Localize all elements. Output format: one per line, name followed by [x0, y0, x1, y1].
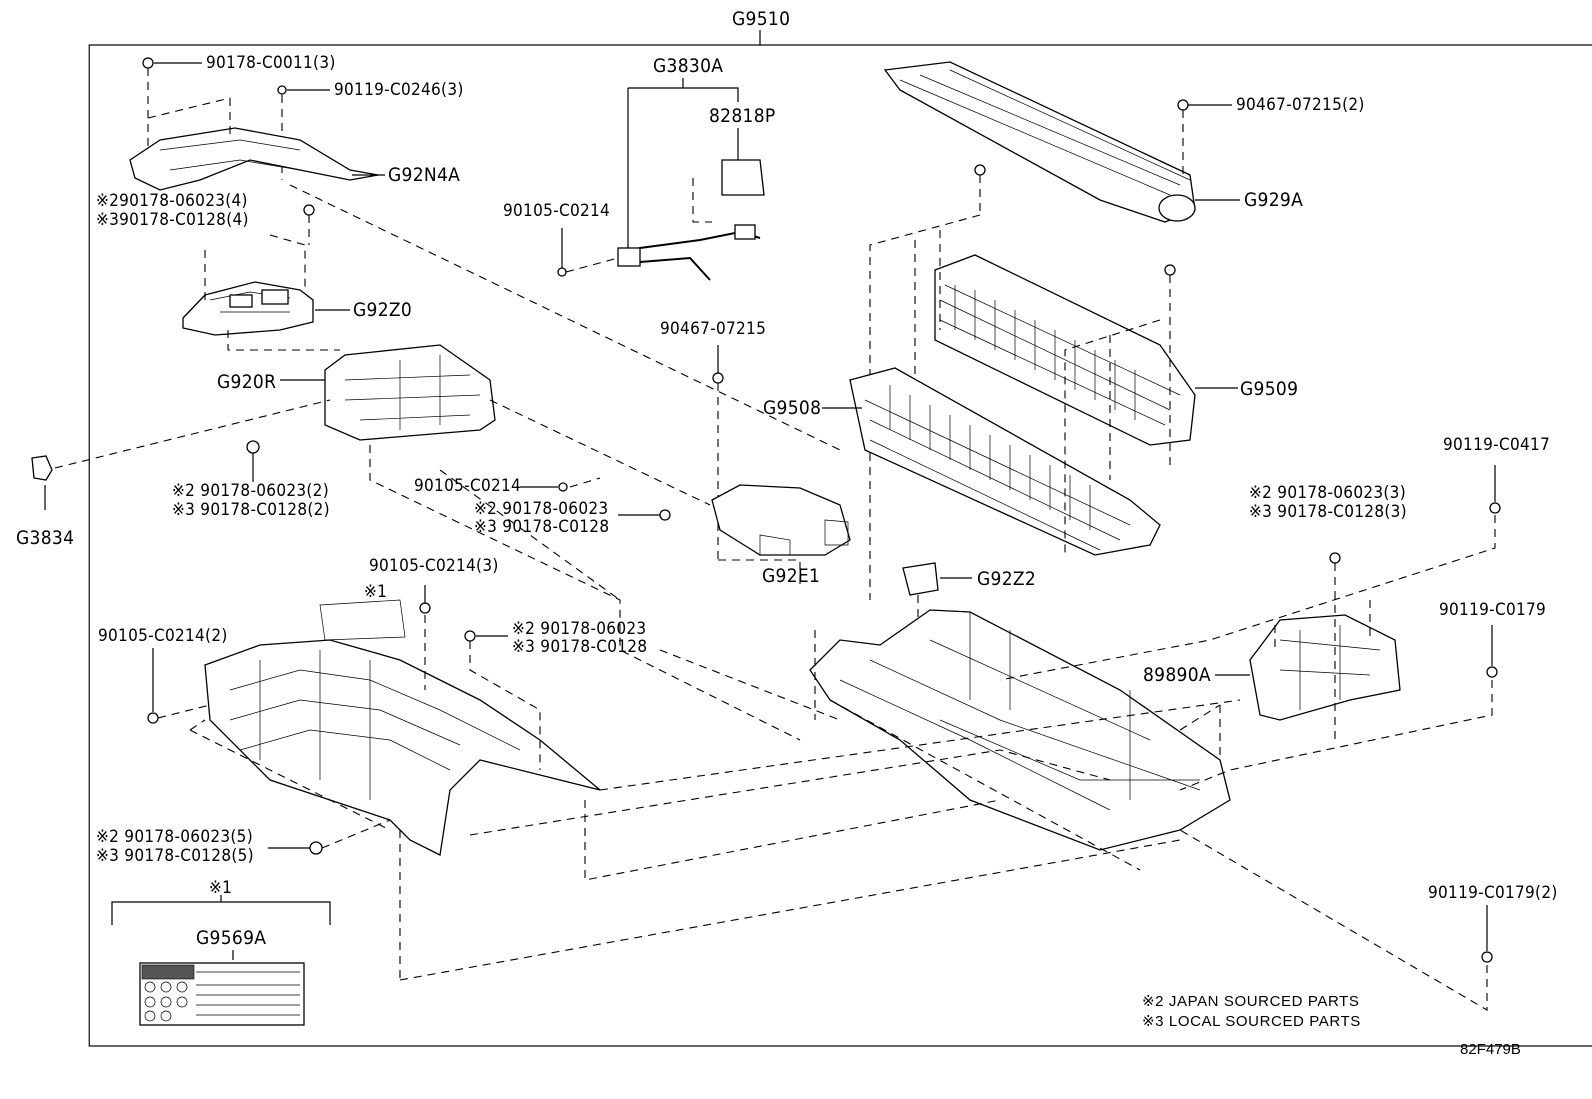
g9508-module — [849, 367, 1161, 556]
label-82818p[interactable]: 82818P — [709, 105, 776, 127]
label-g3830a[interactable]: G3830A — [653, 55, 724, 77]
g92e1-duct — [711, 484, 851, 556]
label-x3-90178-c0128-2[interactable]: ※3 90178-C0128(2) — [172, 500, 330, 520]
label-90105-c0214-3[interactable]: 90105-C0214(3) — [369, 556, 499, 576]
g92z2-clip — [902, 562, 939, 596]
label-90119-c0179-2[interactable]: 90119-C0179(2) — [1428, 883, 1558, 903]
lower-tray — [809, 609, 1231, 851]
g920r-bracket — [324, 344, 496, 441]
label-x3-90178-c0128-3[interactable]: ※3 90178-C0128(3) — [1249, 502, 1407, 522]
label-90119-c0179[interactable]: 90119-C0179 — [1439, 600, 1547, 620]
label-g92z0[interactable]: G92Z0 — [353, 299, 413, 321]
label-90119-c0246[interactable]: 90119-C0246(3) — [334, 80, 464, 100]
legend-local-sourced: ※3 LOCAL SOURCED PARTS — [1142, 1013, 1361, 1030]
label-g92n4a[interactable]: G92N4A — [388, 164, 461, 186]
label-x2-90178-06023-3[interactable]: ※2 90178-06023(3) — [1249, 483, 1406, 503]
label-90467-07215[interactable]: 90467-07215 — [660, 319, 767, 339]
label-g9569a[interactable]: G9569A — [196, 927, 267, 949]
89890a-bracket — [1249, 614, 1401, 721]
label-x2-90178-06023-2[interactable]: ※2 90178-06023(2) — [172, 481, 329, 501]
label-x2-90178-06023-5[interactable]: ※2 90178-06023(5) — [96, 827, 253, 847]
label-90119-c0417[interactable]: 90119-C0417 — [1443, 435, 1551, 455]
label-g92z2[interactable]: G92Z2 — [977, 568, 1037, 590]
label-g920r[interactable]: G920R — [217, 371, 277, 393]
label-x3-90178-c0128-low[interactable]: ※3 90178-C0128 — [512, 637, 648, 657]
label-90105-c0214-2[interactable]: 90105-C0214(2) — [98, 626, 228, 646]
label-90178-c0011[interactable]: 90178-C0011(3) — [206, 53, 336, 73]
legend-japan-sourced: ※2 JAPAN SOURCED PARTS — [1142, 993, 1360, 1010]
label-x3-90178-c0128-5[interactable]: ※3 90178-C0128(5) — [96, 846, 254, 866]
label-x3-90178-c0128-4[interactable]: ※390178-C0128(4) — [96, 210, 249, 230]
drawing-reference-code: 82F479B — [1460, 1041, 1521, 1058]
g3834-clip — [31, 455, 53, 481]
label-g9510[interactable]: G9510 — [732, 8, 791, 30]
label-x2-90178-06023-4[interactable]: ※290178-06023(4) — [96, 191, 248, 211]
label-90105-c0214-mid[interactable]: 90105-C0214 — [414, 476, 522, 496]
label-g3834[interactable]: G3834 — [16, 527, 75, 549]
g92n4a-shield — [129, 127, 379, 191]
label-g9509[interactable]: G9509 — [1240, 378, 1299, 400]
label-x3-90178-c0128-mid[interactable]: ※3 90178-C0128 — [474, 517, 610, 537]
g929a-cover — [883, 61, 1196, 223]
label-x2-90178-06023-low[interactable]: ※2 90178-06023 — [512, 619, 647, 639]
label-g9508[interactable]: G9508 — [763, 397, 822, 419]
lower-left-cover — [204, 639, 601, 856]
label-90467-07215-2[interactable]: 90467-07215(2) — [1236, 95, 1365, 115]
label-g92e1[interactable]: G92E1 — [762, 565, 821, 587]
82818p-connector — [721, 159, 765, 196]
assembly-frame — [88, 44, 1592, 1047]
label-x2-90178-06023-mid[interactable]: ※2 90178-06023 — [474, 499, 609, 519]
label-90105-c0214-top[interactable]: 90105-C0214 — [503, 201, 611, 221]
label-note-1-upper: ※1 — [364, 582, 388, 602]
label-g929a[interactable]: G929A — [1244, 189, 1304, 211]
label-note-1-lower: ※1 — [209, 878, 233, 898]
g92z0-block — [182, 281, 314, 336]
label-89890a[interactable]: 89890A — [1143, 664, 1211, 686]
